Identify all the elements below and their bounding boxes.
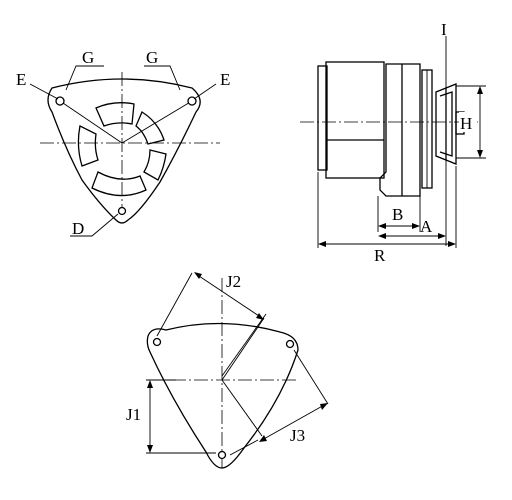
mount-arrow-j2-left	[194, 272, 202, 279]
mount-ext-j3-top	[293, 349, 329, 405]
side-arrow-r-right	[448, 241, 456, 247]
mount-housing-outline	[146, 322, 299, 469]
mount-hole-bottom	[217, 450, 227, 460]
label-j1: J1	[126, 405, 141, 424]
side-arrow-a-right	[438, 233, 446, 239]
side-rear-cap	[317, 65, 328, 171]
label-i: I	[441, 20, 447, 39]
mount-ext-j2-right	[221, 313, 267, 377]
front-leader-e-left	[29, 83, 59, 100]
mount-ext-j2-left	[156, 272, 193, 337]
mount-line-center-up	[221, 317, 265, 381]
front-vent-slot-bottom	[91, 171, 147, 197]
mount-arrow-j3-top	[320, 403, 328, 410]
front-view: G G E E D	[16, 48, 230, 238]
label-j2: J2	[226, 272, 241, 291]
front-leader-g-left	[65, 65, 104, 91]
mount-hole-left	[152, 337, 162, 347]
side-front-housing	[379, 63, 421, 197]
label-g-right: G	[146, 48, 158, 67]
side-main-body	[325, 61, 385, 179]
label-d: D	[72, 219, 84, 238]
side-label-h-bg	[459, 112, 477, 132]
side-arrow-r-left	[318, 241, 326, 247]
mount-arrow-j2-right	[256, 313, 264, 320]
front-arm-left	[59, 100, 123, 144]
label-h: H	[460, 114, 472, 133]
front-vent-slot-right	[143, 149, 167, 181]
side-arrow-b-left	[378, 223, 386, 229]
mount-ext-j3-bottom	[229, 439, 259, 456]
mount-arrow-j3-bottom	[259, 435, 267, 442]
front-hole-bottom	[117, 206, 127, 216]
front-housing-outline	[47, 78, 201, 224]
mount-arrow-j1-top	[147, 380, 153, 388]
side-arrow-h-top	[477, 86, 483, 94]
label-e-right: E	[220, 70, 230, 89]
mount-dim-j2	[195, 273, 263, 319]
front-leader-g-right	[144, 65, 181, 91]
label-a: A	[420, 217, 433, 236]
label-j3: J3	[290, 426, 305, 445]
side-arrow-h-bottom	[477, 150, 483, 158]
front-leader-e-right	[193, 83, 217, 100]
side-view: H I B A R	[300, 20, 486, 265]
mount-dim-j3	[261, 403, 327, 441]
mount-arrow-j1-bottom	[147, 445, 153, 453]
front-leader-d	[70, 213, 119, 237]
mount-view: J1 J2 J3	[126, 272, 329, 470]
mount-line-center-down	[221, 379, 263, 437]
front-vent-slot-left	[77, 125, 99, 167]
label-b: B	[392, 205, 403, 224]
front-arm-right	[121, 100, 193, 144]
label-e-left: E	[16, 70, 26, 89]
side-arrow-a-left	[378, 233, 386, 239]
front-vent-slot-top	[95, 102, 135, 127]
front-vent-slot-upper-right	[135, 111, 165, 145]
side-arrow-b-right	[412, 223, 420, 229]
mount-hole-right	[285, 339, 295, 349]
label-g-left: G	[82, 48, 94, 67]
label-r: R	[374, 246, 386, 265]
